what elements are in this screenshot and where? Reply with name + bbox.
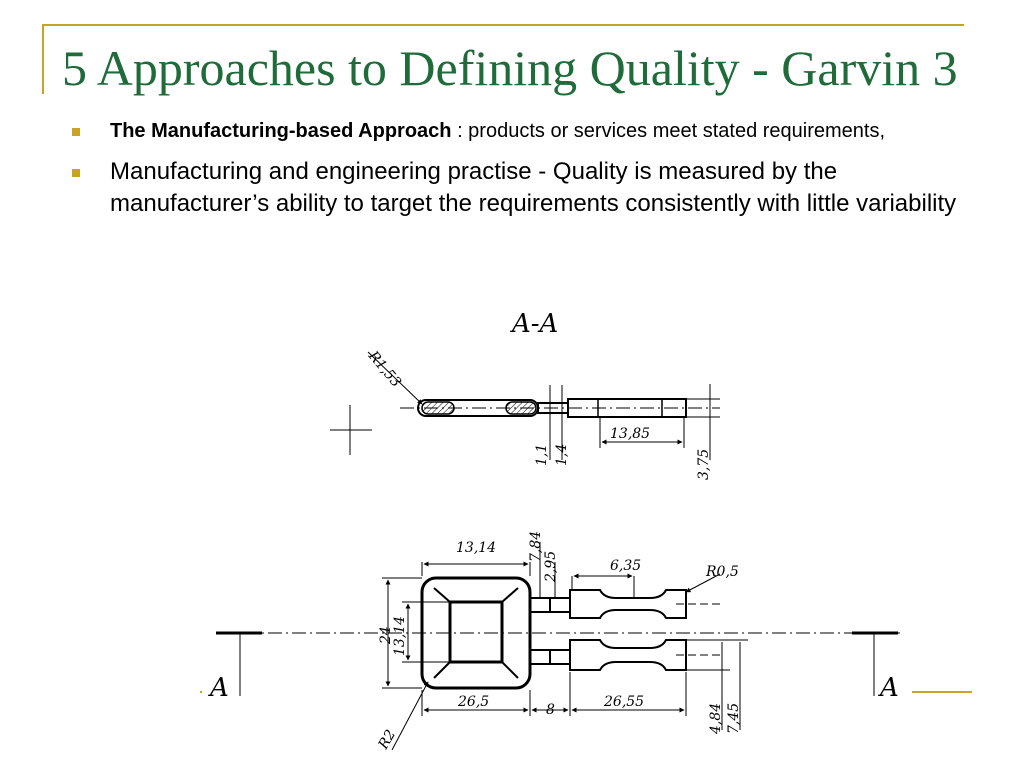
bullet-item-manufacturing-approach: The Manufacturing-based Approach : produ… bbox=[72, 118, 992, 144]
bullet-text: : products or services meet stated requi… bbox=[451, 120, 886, 142]
bullet-bold-term: The Manufacturing-based Approach bbox=[110, 120, 452, 142]
dim-r0-5: R0,5 bbox=[705, 564, 739, 580]
bullet-item-practise: Manufacturing and engineering practise -… bbox=[72, 156, 992, 220]
title-frame-left-line bbox=[42, 24, 44, 94]
technical-drawing: A-A R1,53 1,1 1,4 13,85 3,75 bbox=[200, 309, 972, 753]
dim-26-5: 26,5 bbox=[457, 694, 489, 710]
dim-3-75: 3,75 bbox=[696, 449, 712, 480]
dim-6-35: 6,35 bbox=[610, 558, 641, 574]
title-frame-top-line bbox=[42, 24, 964, 26]
bullet-list: The Manufacturing-based Approach : produ… bbox=[72, 118, 992, 220]
slide-title: 5 Approaches to Defining Quality - Garvi… bbox=[62, 40, 958, 96]
lower-terminal bbox=[569, 639, 687, 671]
dim-7-84: 7,84 bbox=[528, 531, 544, 562]
dim-24: 24 bbox=[378, 626, 394, 645]
dim-1-1: 1,1 bbox=[534, 444, 550, 466]
dim-7-45: 7,45 bbox=[726, 703, 742, 734]
dim-r1-53: R1,53 bbox=[364, 348, 404, 391]
section-label: A-A bbox=[510, 309, 558, 339]
dim-26-55: 26,55 bbox=[603, 694, 644, 710]
dim-13-85: 13,85 bbox=[610, 426, 650, 442]
cut-label-right: A bbox=[878, 673, 899, 703]
square-bullet-icon bbox=[72, 128, 80, 136]
section-cut-marker-right bbox=[852, 631, 898, 696]
section-cut-marker-left bbox=[216, 631, 262, 696]
plan-view-window bbox=[448, 600, 504, 664]
dim-4-84: 4,84 bbox=[708, 703, 724, 735]
dim-13-14-side: 13,14 bbox=[392, 616, 408, 656]
dim-r2: R2 bbox=[375, 727, 399, 753]
dim-1-4: 1,4 bbox=[554, 444, 570, 466]
dim-2-95: 2,95 bbox=[543, 551, 559, 583]
dim-8: 8 bbox=[546, 702, 555, 718]
dim-13-14-top: 13,14 bbox=[456, 540, 496, 556]
upper-terminal bbox=[569, 589, 687, 619]
cut-label-left: A bbox=[208, 673, 229, 703]
square-bullet-icon bbox=[72, 169, 80, 177]
bullet-text: Manufacturing and engineering practise -… bbox=[110, 158, 957, 217]
